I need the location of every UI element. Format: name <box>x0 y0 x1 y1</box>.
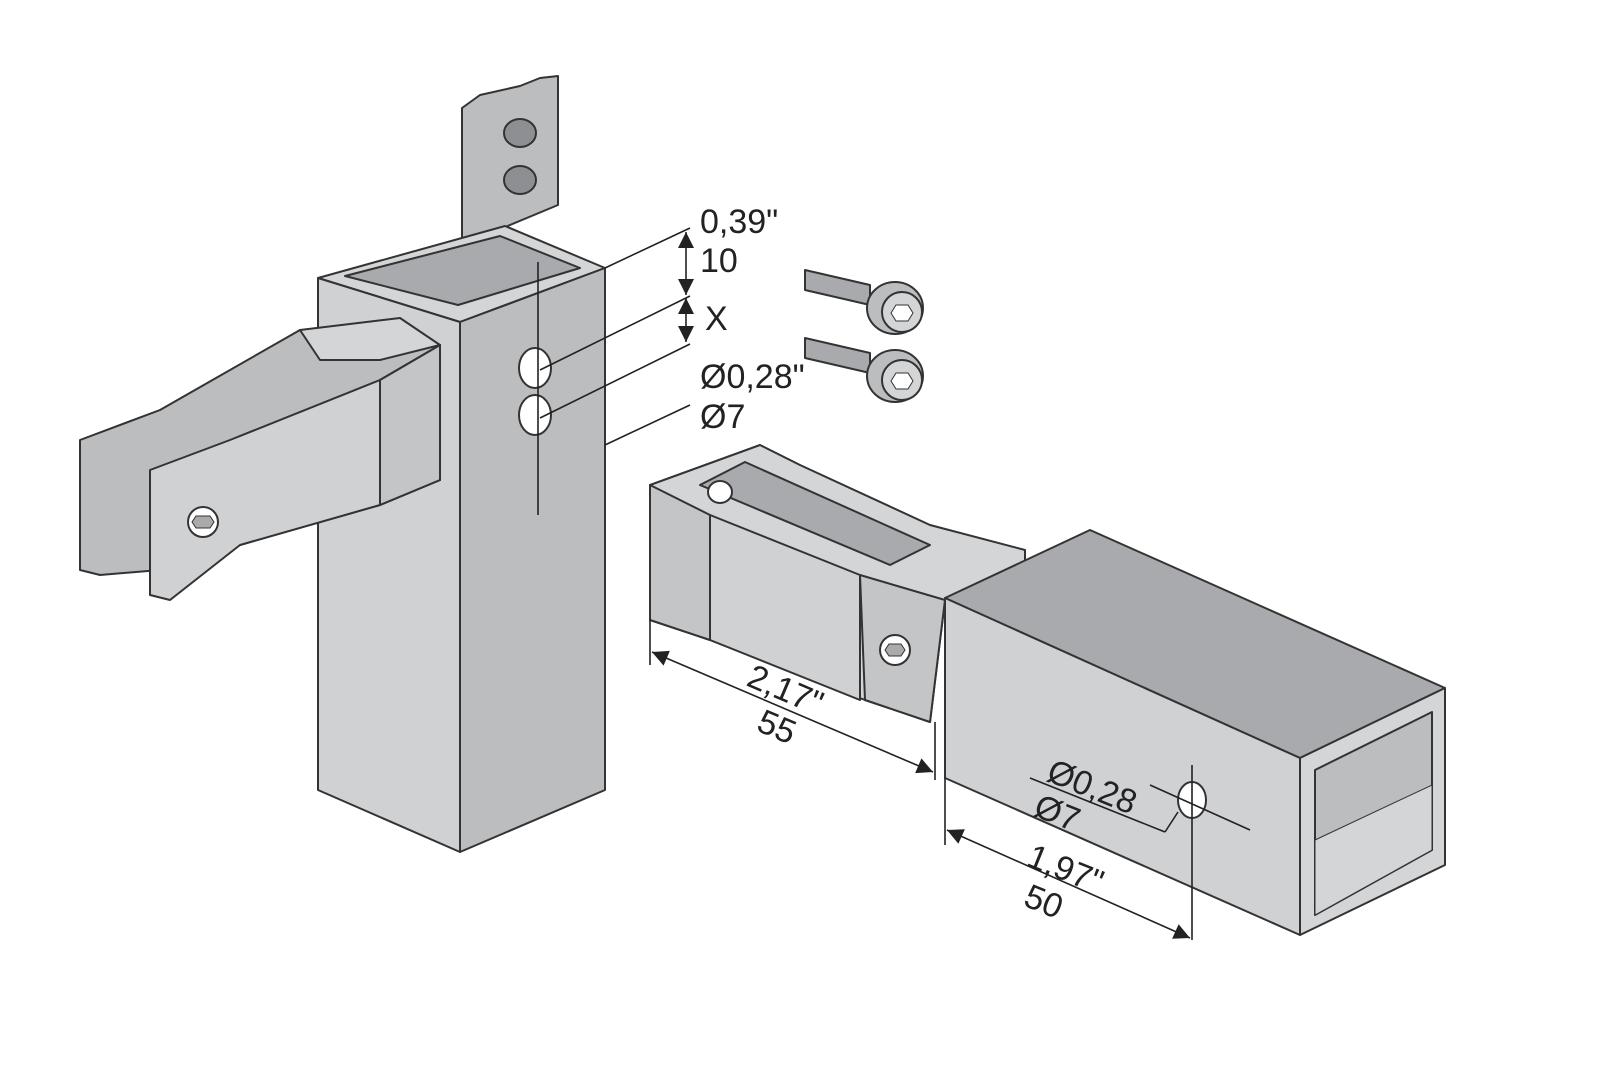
label-post-hole-in: Ø0,28" <box>700 358 805 396</box>
screw-upper <box>804 269 924 335</box>
screw-lower <box>804 337 924 403</box>
label-post-spacing: X <box>705 300 728 338</box>
label-post-offset-in: 0,39" <box>700 203 778 241</box>
vertical-square-post <box>317 225 606 853</box>
label-post-offset-mm: 10 <box>700 242 738 280</box>
label-post-hole-mm: Ø7 <box>700 398 745 436</box>
horizontal-square-tube <box>944 529 1446 940</box>
post-hole-upper <box>518 347 552 389</box>
post-hole-lower <box>518 394 552 436</box>
dimension-lines <box>539 227 1191 939</box>
insert-tab-plate <box>461 75 559 246</box>
left-clamp-bracket <box>79 317 441 601</box>
socket-head-screws <box>804 269 924 403</box>
